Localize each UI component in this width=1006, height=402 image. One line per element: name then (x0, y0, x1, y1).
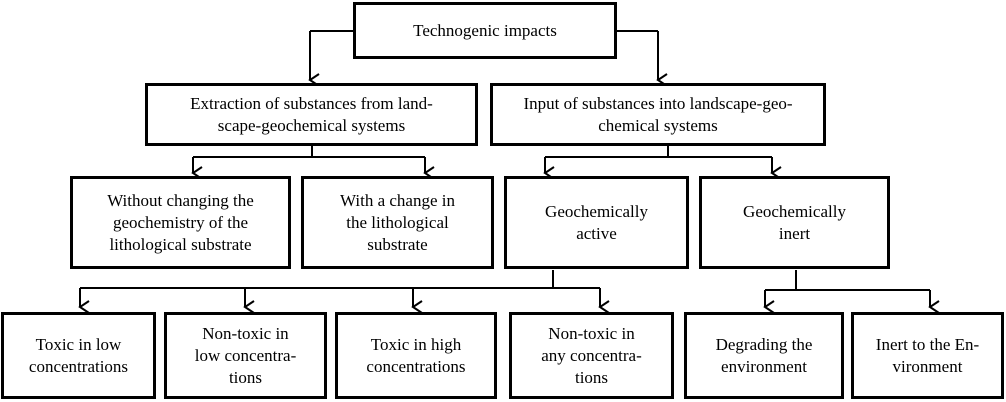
node-toxic-low: Toxic in low concentrations (1, 312, 156, 399)
node-label-line: Toxic in high (370, 334, 462, 354)
node-label-line: Without changing the (107, 190, 254, 210)
node-technogenic-impacts: Technogenic impacts (353, 2, 617, 59)
node-label-line: tions (574, 367, 609, 387)
connector-input-branch (543, 146, 782, 180)
connector-extraction-branch (191, 146, 435, 180)
node-label-line: Input of substances into landscape-geo- (523, 93, 793, 113)
node-label-line: substrate (367, 234, 428, 254)
node-label-line: Geochemically (743, 201, 846, 221)
node-label-line: With a change in (340, 190, 455, 210)
node-nontoxic-any: Non-toxic in any concentra- tions (509, 312, 674, 399)
node-label-line: chemical systems (598, 115, 718, 135)
node-label-line: tions (228, 367, 263, 387)
node-label-line: Non-toxic in (548, 323, 635, 343)
node-degrading-environment: Degrading the environment (684, 312, 844, 399)
node-input: Input of substances into landscape-geo- … (490, 83, 826, 146)
node-label-line: active (576, 223, 617, 243)
node-label-line: Extraction of substances from land- (190, 93, 433, 113)
node-label-line: vironment (892, 356, 963, 376)
node-with-change: With a change in the lithological substr… (301, 176, 494, 269)
node-label-line: lithological substrate (109, 234, 252, 254)
connector-root-branch (308, 30, 668, 87)
node-without-change: Without changing the geochemistry of the… (70, 176, 291, 269)
node-label-line: inert (778, 223, 811, 243)
node-label-line: environment (721, 356, 807, 376)
node-toxic-high: Toxic in high concentrations (335, 312, 497, 399)
node-label-line: geochemistry of the (112, 212, 248, 232)
node-label-line: concentrations (28, 356, 129, 376)
node-label-line: the lithological (346, 212, 449, 232)
node-label-line: Degrading the (715, 334, 813, 354)
node-label-line: Toxic in low (35, 334, 122, 354)
node-geochemically-inert: Geochemically inert (699, 176, 890, 269)
node-nontoxic-low: Non-toxic in low concentra- tions (164, 312, 327, 399)
node-label: Technogenic impacts (413, 20, 557, 40)
node-label-line: scape-geochemical systems (217, 115, 406, 135)
node-label-line: Geochemically (545, 201, 648, 221)
node-geochemically-active: Geochemically active (504, 176, 689, 269)
node-inert-environment: Inert to the En- vironment (851, 312, 1004, 399)
connector-active-branch (78, 270, 610, 314)
node-label-line: Inert to the En- (875, 334, 980, 354)
connector-inert-branch (763, 270, 940, 314)
node-label-line: concentrations (366, 356, 466, 376)
node-extraction: Extraction of substances from land- scap… (145, 83, 478, 146)
node-label-line: low concentra- (194, 345, 297, 365)
node-label-line: Non-toxic in (202, 323, 289, 343)
node-label-line: any concentra- (541, 345, 642, 365)
